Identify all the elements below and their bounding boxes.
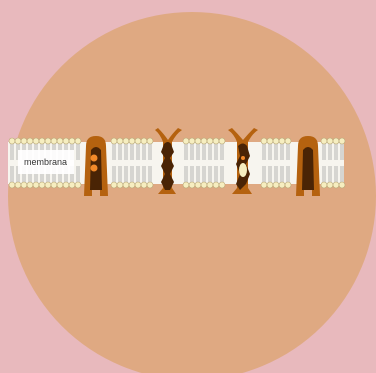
lipid-head [200, 137, 208, 145]
lipid-head [320, 137, 328, 145]
lipid-head [68, 181, 76, 189]
channel-cavity [239, 163, 247, 177]
lipid-head [122, 181, 130, 189]
lipid-head [188, 181, 196, 189]
lipid-head [38, 181, 46, 189]
lipid-heads-bottom [8, 181, 346, 189]
lipid-head [140, 137, 148, 145]
lipid-head [338, 181, 346, 189]
lipid-heads-top [8, 137, 346, 145]
lipid-head [200, 181, 208, 189]
lipid-head [284, 181, 292, 189]
channel-protein-3 [228, 128, 258, 194]
bound-particle [241, 156, 245, 160]
lipid-head [26, 137, 34, 145]
lipid-head [8, 137, 16, 145]
lipid-head [110, 181, 118, 189]
lipid-head [14, 137, 22, 145]
lipid-head [50, 137, 58, 145]
lipid-head [74, 137, 82, 145]
cell-membrane [8, 137, 346, 189]
lipid-head [38, 137, 46, 145]
lipid-head [182, 181, 190, 189]
lipid-head [206, 181, 214, 189]
lipid-head [212, 137, 220, 145]
lipid-head [56, 137, 64, 145]
lipid-head [116, 181, 124, 189]
lipid-head [32, 137, 40, 145]
lipid-head [128, 137, 136, 145]
lipid-head [32, 181, 40, 189]
lipid-head [332, 181, 340, 189]
lipid-head [62, 181, 70, 189]
lipid-head [56, 181, 64, 189]
lipid-head [218, 137, 226, 145]
lipid-head [182, 137, 190, 145]
lipid-head [272, 181, 280, 189]
lipid-head [20, 137, 28, 145]
lipid-head [218, 181, 226, 189]
channel-protein-2 [155, 128, 182, 194]
lipid-head [272, 137, 280, 145]
bound-particle [90, 154, 98, 162]
lipid-head [14, 181, 22, 189]
bound-particle [90, 164, 98, 172]
lipid-head [194, 137, 202, 145]
membrane-label-box: membrana [18, 150, 74, 174]
lipid-head [188, 137, 196, 145]
lipid-head [284, 137, 292, 145]
lipid-head [140, 181, 148, 189]
lipid-head [206, 137, 214, 145]
lipid-head [326, 181, 334, 189]
lipid-head [62, 137, 70, 145]
lipid-head [146, 137, 154, 145]
lipid-head [116, 137, 124, 145]
lipid-head [326, 137, 334, 145]
lipid-head [134, 137, 142, 145]
lipid-head [8, 181, 16, 189]
lipid-head [260, 137, 268, 145]
lipid-head [134, 181, 142, 189]
lipid-head [44, 137, 52, 145]
lipid-head [320, 181, 328, 189]
lipid-head [26, 181, 34, 189]
lipid-head [278, 181, 286, 189]
lipid-head [146, 181, 154, 189]
lipid-head [20, 181, 28, 189]
lipid-head [50, 181, 58, 189]
lipid-head [44, 181, 52, 189]
lipid-head [128, 181, 136, 189]
membrane-proteins [84, 128, 320, 196]
cell-body [8, 12, 376, 373]
carrier-protein-1 [84, 136, 108, 196]
lipid-head [122, 137, 130, 145]
lipid-head [74, 181, 82, 189]
lipid-head [266, 181, 274, 189]
lipid-head [266, 137, 274, 145]
lipid-head [110, 137, 118, 145]
lipid-head [68, 137, 76, 145]
lipid-head [194, 181, 202, 189]
lipid-head [332, 137, 340, 145]
membrane-label: membrana [24, 157, 67, 167]
lipid-head [338, 137, 346, 145]
lipid-head [212, 181, 220, 189]
carrier-protein-4 [296, 136, 320, 196]
lipid-head [278, 137, 286, 145]
lipid-head [260, 181, 268, 189]
